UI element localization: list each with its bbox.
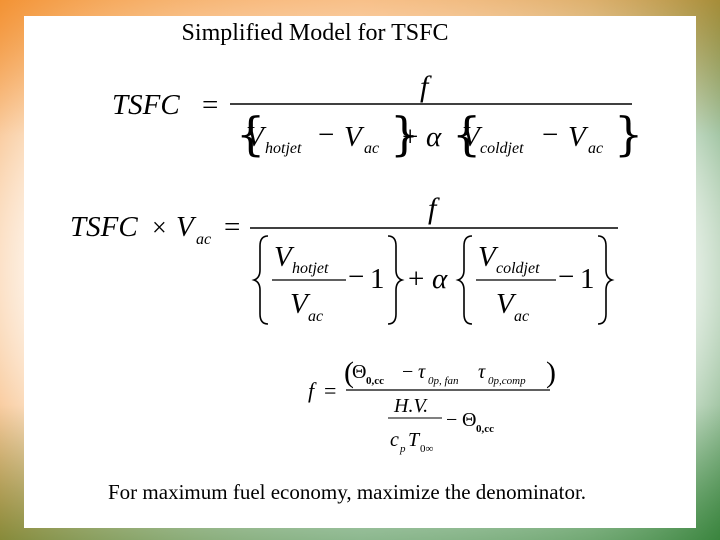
eq2-alpha: α — [432, 263, 448, 295]
eq2-v: V — [176, 211, 197, 243]
eq3-sub-fan: 0p, fan — [428, 375, 459, 387]
eq3-cp: c — [390, 429, 399, 451]
eq1-lbrace-2: { — [452, 107, 481, 161]
eq2-v-cold: V — [478, 241, 499, 273]
eq1-v-ac-2: V — [568, 121, 589, 153]
eq1-lhs: TSFC — [112, 89, 180, 121]
eq1-equals: = — [202, 89, 218, 121]
slide-panel — [24, 16, 696, 528]
eq1-alpha: α — [426, 121, 442, 153]
eq1-sub-hotjet: hotjet — [265, 140, 302, 157]
eq3-lhs: f — [308, 378, 317, 403]
eq3-T: T — [408, 429, 421, 451]
eq2-sub-ac: ac — [196, 231, 211, 248]
equation-2: TSFC × V ac = f V hotjet V ac − 1 + α V … — [70, 192, 618, 325]
equation-3: f = ( Θ 0,cc − τ 0p, fan τ 0p,comp ) H.V… — [308, 356, 556, 455]
eq1-rbrace-1: } — [390, 107, 419, 161]
eq3-lparen: ( — [344, 356, 354, 389]
eq1-minus-1: − — [318, 119, 334, 151]
eq2-sub-ac-den-1: ac — [308, 308, 323, 325]
slide-footer: For maximum fuel economy, maximize the d… — [108, 480, 587, 504]
slide-title: Simplified Model for TSFC — [181, 20, 449, 46]
eq3-theta-1: Θ — [352, 361, 366, 383]
eq3-cp-sub: p — [399, 443, 406, 455]
eq2-lbrace-2 — [455, 235, 473, 325]
eq3-minus-2: − — [446, 409, 457, 431]
eq3-theta-2: Θ — [462, 409, 476, 431]
equation-1: TSFC = f { V hotjet − V ac } + α { V col… — [112, 70, 643, 161]
eq1-sub-coldjet: coldjet — [480, 140, 524, 157]
eq2-equals: = — [224, 211, 240, 243]
eq3-tau-2: τ — [478, 361, 486, 383]
eq3-minus-1: − — [402, 361, 413, 383]
eq3-equals: = — [324, 378, 336, 403]
eq1-lbrace-1: { — [236, 107, 265, 161]
eq2-v-ac-den-2: V — [496, 288, 517, 320]
eq1-rbrace-2: } — [614, 107, 643, 161]
eq1-sub-ac-1: ac — [364, 140, 379, 157]
eq2-lhs-tsfc: TSFC — [70, 211, 138, 243]
eq2-numerator: f — [428, 192, 440, 225]
eq1-sub-ac-2: ac — [588, 140, 603, 157]
eq2-times: × — [152, 213, 167, 242]
eq2-sub-coldjet: coldjet — [496, 260, 540, 277]
eq2-lbrace-1 — [251, 235, 269, 325]
eq2-sub-hotjet: hotjet — [292, 260, 329, 277]
eq1-numerator: f — [420, 70, 432, 103]
eq3-sub-0cc-1: 0,cc — [366, 375, 384, 387]
eq2-minus-2: − — [558, 261, 574, 293]
eq2-plus: + — [408, 263, 424, 295]
eq1-minus-2: − — [542, 119, 558, 151]
eq3-sub-comp: 0p,comp — [488, 375, 526, 387]
eq2-one-1: 1 — [370, 263, 385, 295]
eq3-sub-0cc-2: 0,cc — [476, 423, 494, 435]
eq2-v-ac-den-1: V — [290, 288, 311, 320]
eq1-v-cold: V — [462, 121, 483, 153]
eq2-rbrace-2 — [597, 235, 615, 325]
eq3-hv: H.V. — [393, 395, 428, 417]
eq2-sub-ac-den-2: ac — [514, 308, 529, 325]
eq3-tau-1: τ — [418, 361, 426, 383]
eq2-rbrace-1 — [387, 235, 405, 325]
eq3-rparen: ) — [546, 356, 556, 389]
eq1-v-hot: V — [246, 121, 267, 153]
eq2-minus-1: − — [348, 261, 364, 293]
eq2-one-2: 1 — [580, 263, 595, 295]
eq1-v-ac-1: V — [344, 121, 365, 153]
eq2-v-hot: V — [274, 241, 295, 273]
eq3-T-sub: 0∞ — [420, 443, 434, 455]
eq1-plus: + — [402, 121, 418, 153]
